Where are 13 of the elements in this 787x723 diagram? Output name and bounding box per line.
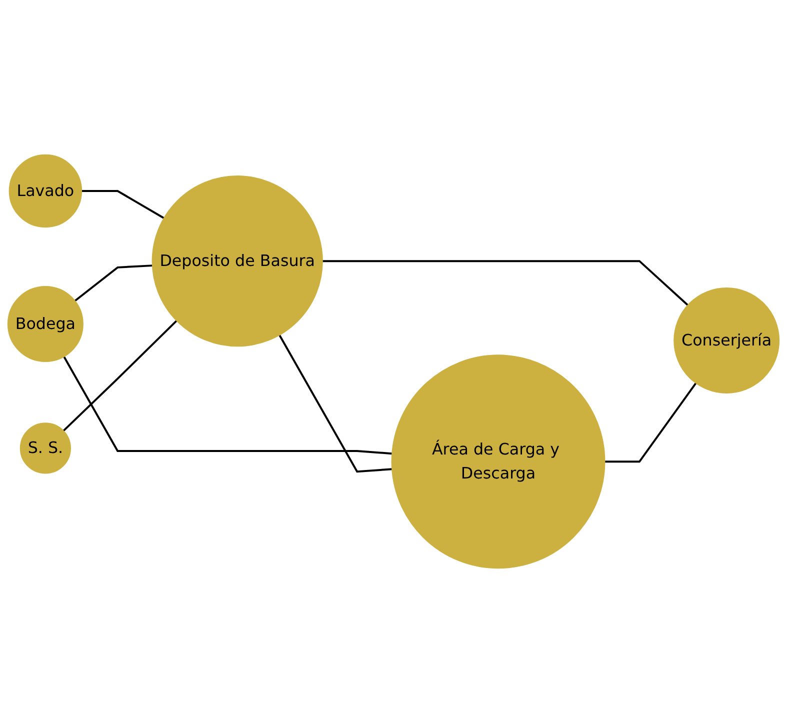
node-circle: Deposito de Basura: [152, 176, 323, 347]
node-circle: Lavado: [8, 154, 82, 228]
connector: [74, 264, 152, 302]
node-circle: Área de Carga y Descarga: [391, 354, 606, 569]
connector: [62, 320, 178, 432]
connector: [63, 356, 392, 455]
connector: [322, 260, 688, 306]
node-circle: S. S.: [20, 422, 71, 474]
node-circle: Conserjería: [674, 287, 780, 394]
node-circle: Bodega: [7, 286, 84, 362]
connector: [604, 382, 697, 463]
connector: [82, 190, 164, 219]
connector: [278, 334, 392, 473]
